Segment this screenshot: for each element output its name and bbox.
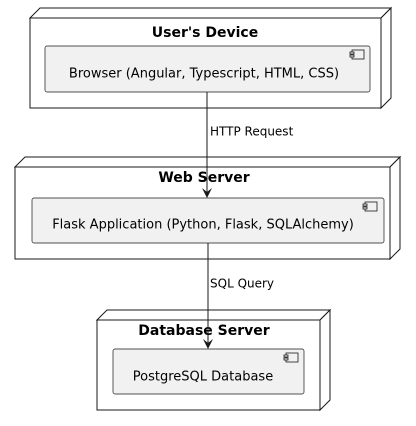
node-database-server: Database Server PostgreSQL Database <box>95 308 332 412</box>
component-label: Flask Application (Python, Flask, SQLAlc… <box>52 218 354 233</box>
node-3d-side <box>389 155 401 261</box>
edge-label: HTTP Request <box>210 125 294 139</box>
component-label: PostgreSQL Database <box>133 370 273 385</box>
node-web-server: Web Server Flask Application (Python, Fl… <box>13 155 402 261</box>
node-3d-side <box>319 308 331 412</box>
edge-http-request: HTTP Request <box>202 92 294 198</box>
component-box <box>112 348 305 395</box>
node-title: Database Server <box>138 323 269 339</box>
node-3d-side <box>95 309 332 321</box>
node-title: User's Device <box>152 25 258 41</box>
component-label: Browser (Angular, Typescript, HTML, CSS) <box>69 67 339 82</box>
node-title: Web Server <box>158 170 249 186</box>
node-3d-side <box>28 7 393 19</box>
node-users-device: User's Device Browser (Angular, Typescri… <box>28 6 393 110</box>
component-icon <box>362 201 378 212</box>
component-icon <box>349 49 365 60</box>
edge-label: SQL Query <box>210 277 274 291</box>
component-icon <box>283 352 299 363</box>
node-3d-side <box>380 6 392 110</box>
edge-sql-query: SQL Query <box>203 243 274 349</box>
